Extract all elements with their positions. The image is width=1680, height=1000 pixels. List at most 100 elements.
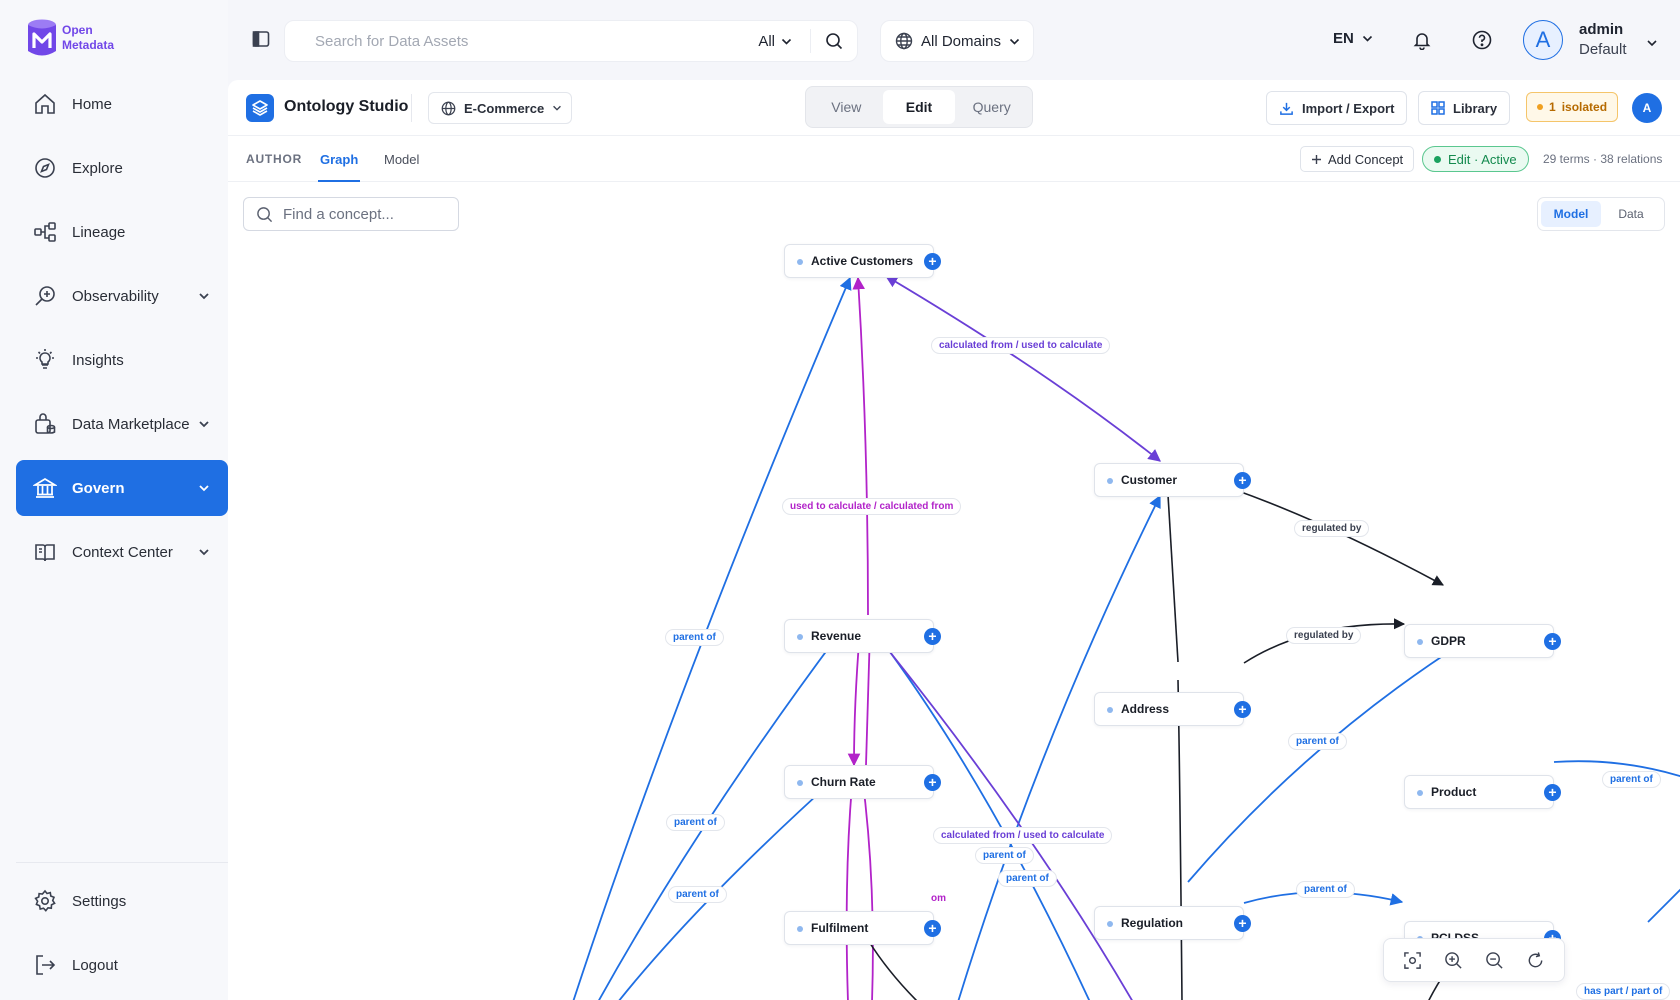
find-concept-input[interactable] bbox=[283, 205, 443, 223]
user-avatar[interactable]: A bbox=[1523, 20, 1563, 60]
add-concept-label: Add Concept bbox=[1328, 151, 1404, 167]
tab-model[interactable]: Model bbox=[384, 152, 420, 167]
edge-label[interactable]: parent of bbox=[665, 629, 724, 646]
sidebar-item-data-marketplace[interactable]: Data Marketplace bbox=[16, 396, 228, 452]
edge-label[interactable]: parent of bbox=[998, 870, 1057, 887]
edge-fulfilment-down[interactable] bbox=[867, 939, 918, 1000]
tab-graph[interactable]: Graph bbox=[317, 152, 361, 182]
concept-node-revenue[interactable]: Revenue + bbox=[784, 619, 941, 653]
layers-icon bbox=[246, 94, 274, 122]
zoom-out-icon[interactable] bbox=[1479, 944, 1511, 976]
edge-calculated-from[interactable] bbox=[884, 275, 1161, 462]
import-export-button[interactable]: Import / Export bbox=[1266, 91, 1408, 125]
user-name: admin bbox=[1579, 21, 1624, 38]
add-relation-icon[interactable]: + bbox=[1544, 633, 1561, 650]
domain-selector[interactable]: All Domains bbox=[880, 20, 1034, 62]
edge-parent-of[interactable] bbox=[957, 494, 1161, 1000]
studio-domain-selector[interactable]: E-Commerce bbox=[428, 92, 572, 124]
add-relation-icon[interactable]: + bbox=[924, 920, 941, 937]
bell-icon[interactable] bbox=[1412, 30, 1432, 55]
concept-node-churn-rate[interactable]: Churn Rate + bbox=[784, 765, 941, 799]
search-input[interactable] bbox=[285, 21, 741, 61]
concept-node-gdpr[interactable]: GDPR + bbox=[1404, 624, 1561, 658]
add-relation-icon[interactable]: + bbox=[1234, 701, 1251, 718]
edge-fulfilment-churn[interactable] bbox=[857, 773, 874, 1000]
studio-domain-value: E-Commerce bbox=[464, 100, 545, 116]
sidebar-item-label: Govern bbox=[72, 479, 125, 497]
openmetadata-logo[interactable]: Open Metadata bbox=[26, 18, 114, 58]
edge-label[interactable]: parent of bbox=[1602, 771, 1661, 788]
user-info[interactable]: admin Default bbox=[1579, 21, 1627, 58]
toggle-data[interactable]: Data bbox=[1618, 207, 1644, 221]
search-filter-dropdown[interactable]: All bbox=[740, 29, 811, 53]
add-relation-icon[interactable]: + bbox=[924, 774, 941, 791]
concept-node-product[interactable]: Product + bbox=[1404, 775, 1561, 809]
collaborator-avatar[interactable]: A bbox=[1632, 93, 1662, 123]
chevron-down-icon[interactable] bbox=[198, 479, 212, 497]
language-selector[interactable]: EN bbox=[1333, 30, 1373, 47]
edge-label[interactable]: regulated by bbox=[1286, 627, 1362, 644]
edge-calculated-from[interactable] bbox=[872, 630, 1133, 1000]
zoom-in-icon[interactable] bbox=[1438, 944, 1470, 976]
library-button[interactable]: Library bbox=[1418, 91, 1511, 125]
sidebar-item-explore[interactable]: Explore bbox=[16, 140, 228, 196]
edge-parent-of[interactable] bbox=[875, 631, 1091, 1000]
sidebar-toggle-icon[interactable] bbox=[252, 30, 270, 53]
sidebar-item-logout[interactable]: Logout bbox=[16, 937, 228, 993]
edge-label[interactable]: parent of bbox=[1296, 881, 1355, 898]
edge-parent-of[interactable] bbox=[1187, 641, 1466, 883]
concept-node-fulfilment[interactable]: Fulfilment + bbox=[784, 911, 941, 945]
chevron-down-icon[interactable] bbox=[198, 415, 212, 433]
fit-view-icon[interactable] bbox=[1397, 944, 1429, 976]
graph-canvas[interactable]: calculated from / used to calculate used… bbox=[228, 182, 1680, 1000]
sidebar-item-home[interactable]: Home bbox=[16, 76, 228, 132]
chevron-down-icon[interactable] bbox=[198, 543, 212, 561]
mode-query[interactable]: Query bbox=[972, 99, 1011, 115]
edge-parent-of[interactable] bbox=[618, 774, 840, 1000]
edge-label[interactable]: used to calculate / calculated from bbox=[782, 498, 962, 515]
sidebar-item-settings[interactable]: Settings bbox=[16, 873, 228, 929]
edge-label[interactable]: om bbox=[931, 891, 946, 906]
edge-label[interactable]: parent of bbox=[1288, 733, 1347, 750]
add-relation-icon[interactable]: + bbox=[1234, 472, 1251, 489]
edge-parent-of[interactable] bbox=[572, 276, 852, 1000]
edge-address-regulation[interactable] bbox=[1177, 679, 1183, 1000]
search-icon[interactable] bbox=[811, 32, 857, 50]
sidebar-item-observability[interactable]: Observability bbox=[16, 268, 228, 324]
add-relation-icon[interactable]: + bbox=[924, 628, 941, 645]
concept-node-label: Churn Rate bbox=[811, 775, 876, 789]
concept-node-customer[interactable]: Customer + bbox=[1094, 463, 1251, 497]
concept-node-regulation[interactable]: Regulation + bbox=[1094, 906, 1251, 940]
studio-header: Ontology Studio E-Commerce View Edit Que… bbox=[228, 80, 1680, 136]
isolated-badge[interactable]: 1 isolated bbox=[1526, 92, 1618, 122]
edge-label[interactable]: parent of bbox=[975, 847, 1034, 864]
add-concept-button[interactable]: Add Concept bbox=[1300, 146, 1415, 172]
reset-view-icon[interactable] bbox=[1520, 944, 1552, 976]
edge-label[interactable]: calculated from / used to calculate bbox=[933, 827, 1113, 844]
edge-customer-address[interactable] bbox=[1166, 477, 1179, 663]
chevron-down-icon[interactable] bbox=[198, 287, 212, 305]
edge-label[interactable]: calculated from / used to calculate bbox=[931, 337, 1111, 354]
edge-label[interactable]: parent of bbox=[666, 814, 725, 831]
edge-label[interactable]: parent of bbox=[668, 886, 727, 903]
sidebar-item-insights[interactable]: Insights bbox=[16, 332, 228, 388]
chevron-down-icon[interactable] bbox=[1646, 34, 1658, 52]
sidebar-item-govern[interactable]: Govern bbox=[16, 460, 228, 516]
help-icon[interactable] bbox=[1472, 30, 1492, 55]
mode-edit[interactable]: Edit bbox=[882, 90, 956, 124]
mode-view[interactable]: View bbox=[831, 99, 862, 115]
concept-node-active-customers[interactable]: Active Customers + bbox=[784, 244, 941, 278]
edge-label[interactable]: has part / part of bbox=[1576, 983, 1671, 1000]
concept-node-address[interactable]: Address + bbox=[1094, 692, 1251, 726]
add-relation-icon[interactable]: + bbox=[924, 253, 941, 270]
sidebar-item-context-center[interactable]: Context Center bbox=[16, 524, 228, 580]
edge-parent-of[interactable] bbox=[1553, 760, 1680, 782]
add-relation-icon[interactable]: + bbox=[1544, 784, 1561, 801]
edge-used-to-calculate[interactable] bbox=[852, 276, 869, 616]
edge-label[interactable]: regulated by bbox=[1294, 520, 1370, 537]
sidebar-item-lineage[interactable]: Lineage bbox=[16, 204, 228, 260]
edge-fulfilment-churn[interactable] bbox=[845, 784, 853, 1000]
toggle-model[interactable]: Model bbox=[1541, 201, 1601, 227]
edge-has-part[interactable] bbox=[1647, 872, 1680, 923]
add-relation-icon[interactable]: + bbox=[1234, 915, 1251, 932]
